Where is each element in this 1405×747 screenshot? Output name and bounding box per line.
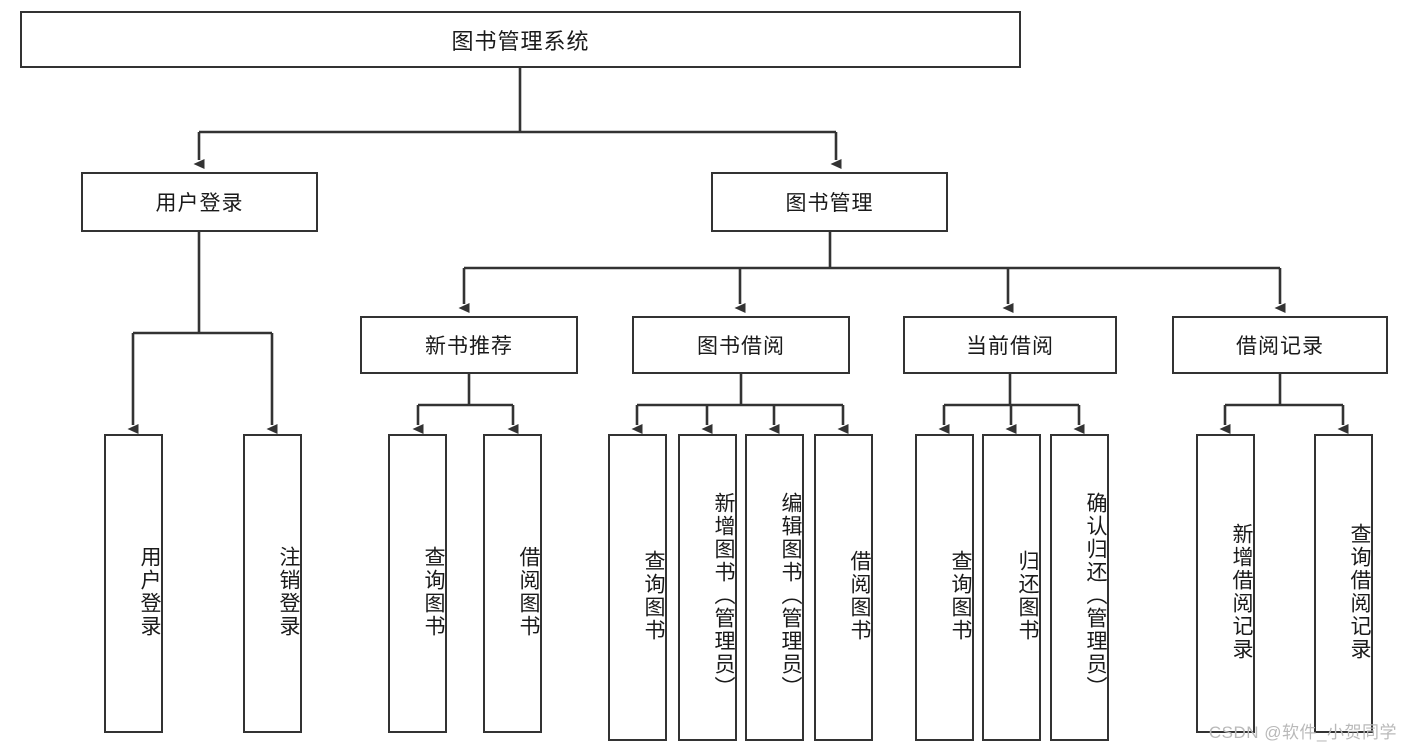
leaf-query-record-label: 查询借阅记录 (1348, 522, 1371, 661)
leaf-user-login[interactable]: 用户登录 (104, 434, 163, 733)
node-new-book-recommend[interactable]: 新书推荐 (360, 316, 578, 374)
node-new-book-recommend-label: 新书推荐 (425, 335, 513, 358)
edges-userlogin-to-leaves (127, 232, 278, 434)
leaf-user-logout-label: 注销登录 (277, 545, 300, 638)
leaf-confirm-return[interactable]: 确认归还（管理员） (1050, 434, 1109, 741)
node-borrow-record[interactable]: 借阅记录 (1172, 316, 1388, 374)
leaf-query-book-1[interactable]: 查询图书 (388, 434, 447, 733)
leaf-return-book[interactable]: 归还图书 (982, 434, 1041, 741)
leaf-borrow-book-1[interactable]: 借阅图书 (483, 434, 542, 733)
edges-currentborrow-to-leaves (938, 374, 1085, 434)
leaf-query-record[interactable]: 查询借阅记录 (1314, 434, 1373, 733)
node-book-manage[interactable]: 图书管理 (711, 172, 948, 232)
leaf-confirm-return-label: 确认归还（管理员） (1084, 492, 1107, 699)
leaf-user-login-label: 用户登录 (138, 545, 161, 638)
node-root-label: 图书管理系统 (451, 28, 590, 54)
leaf-query-book-2-label: 查询图书 (642, 549, 665, 642)
leaf-add-record-label: 新增借阅记录 (1230, 522, 1253, 661)
leaf-query-book-3-label: 查询图书 (949, 549, 972, 642)
leaf-add-book[interactable]: 新增图书（管理员） (678, 434, 737, 741)
leaf-query-book-3[interactable]: 查询图书 (915, 434, 974, 741)
csdn-watermark: CSDN @软件_小贺同学 (1208, 723, 1397, 742)
leaf-add-book-label: 新增图书（管理员） (712, 492, 735, 699)
leaf-add-record[interactable]: 新增借阅记录 (1196, 434, 1255, 733)
node-book-borrow[interactable]: 图书借阅 (632, 316, 850, 374)
leaf-query-book-2[interactable]: 查询图书 (608, 434, 667, 741)
node-user-login[interactable]: 用户登录 (81, 172, 318, 232)
leaf-borrow-book-1-label: 借阅图书 (517, 545, 540, 638)
node-root-system[interactable]: 图书管理系统 (20, 11, 1021, 68)
leaf-borrow-book-2[interactable]: 借阅图书 (814, 434, 873, 741)
node-current-borrow[interactable]: 当前借阅 (903, 316, 1117, 374)
node-current-borrow-label: 当前借阅 (966, 335, 1054, 358)
node-borrow-record-label: 借阅记录 (1236, 335, 1324, 358)
node-user-login-label: 用户登录 (155, 192, 244, 215)
edges-bookmanage-to-level2 (458, 232, 1286, 313)
edges-newbook-to-leaves (412, 374, 519, 434)
leaf-edit-book-label: 编辑图书（管理员） (779, 492, 802, 699)
edges-bookborrow-to-leaves (631, 374, 849, 434)
node-book-borrow-label: 图书借阅 (697, 335, 785, 358)
edges-borrowrecord-to-leaves (1219, 374, 1349, 434)
leaf-query-book-1-label: 查询图书 (422, 545, 445, 638)
leaf-edit-book[interactable]: 编辑图书（管理员） (745, 434, 804, 741)
node-book-manage-label: 图书管理 (785, 192, 874, 215)
leaf-user-logout[interactable]: 注销登录 (243, 434, 302, 733)
edges-root-to-level1 (193, 68, 842, 169)
leaf-borrow-book-2-label: 借阅图书 (848, 549, 871, 642)
leaf-return-book-label: 归还图书 (1016, 549, 1039, 642)
